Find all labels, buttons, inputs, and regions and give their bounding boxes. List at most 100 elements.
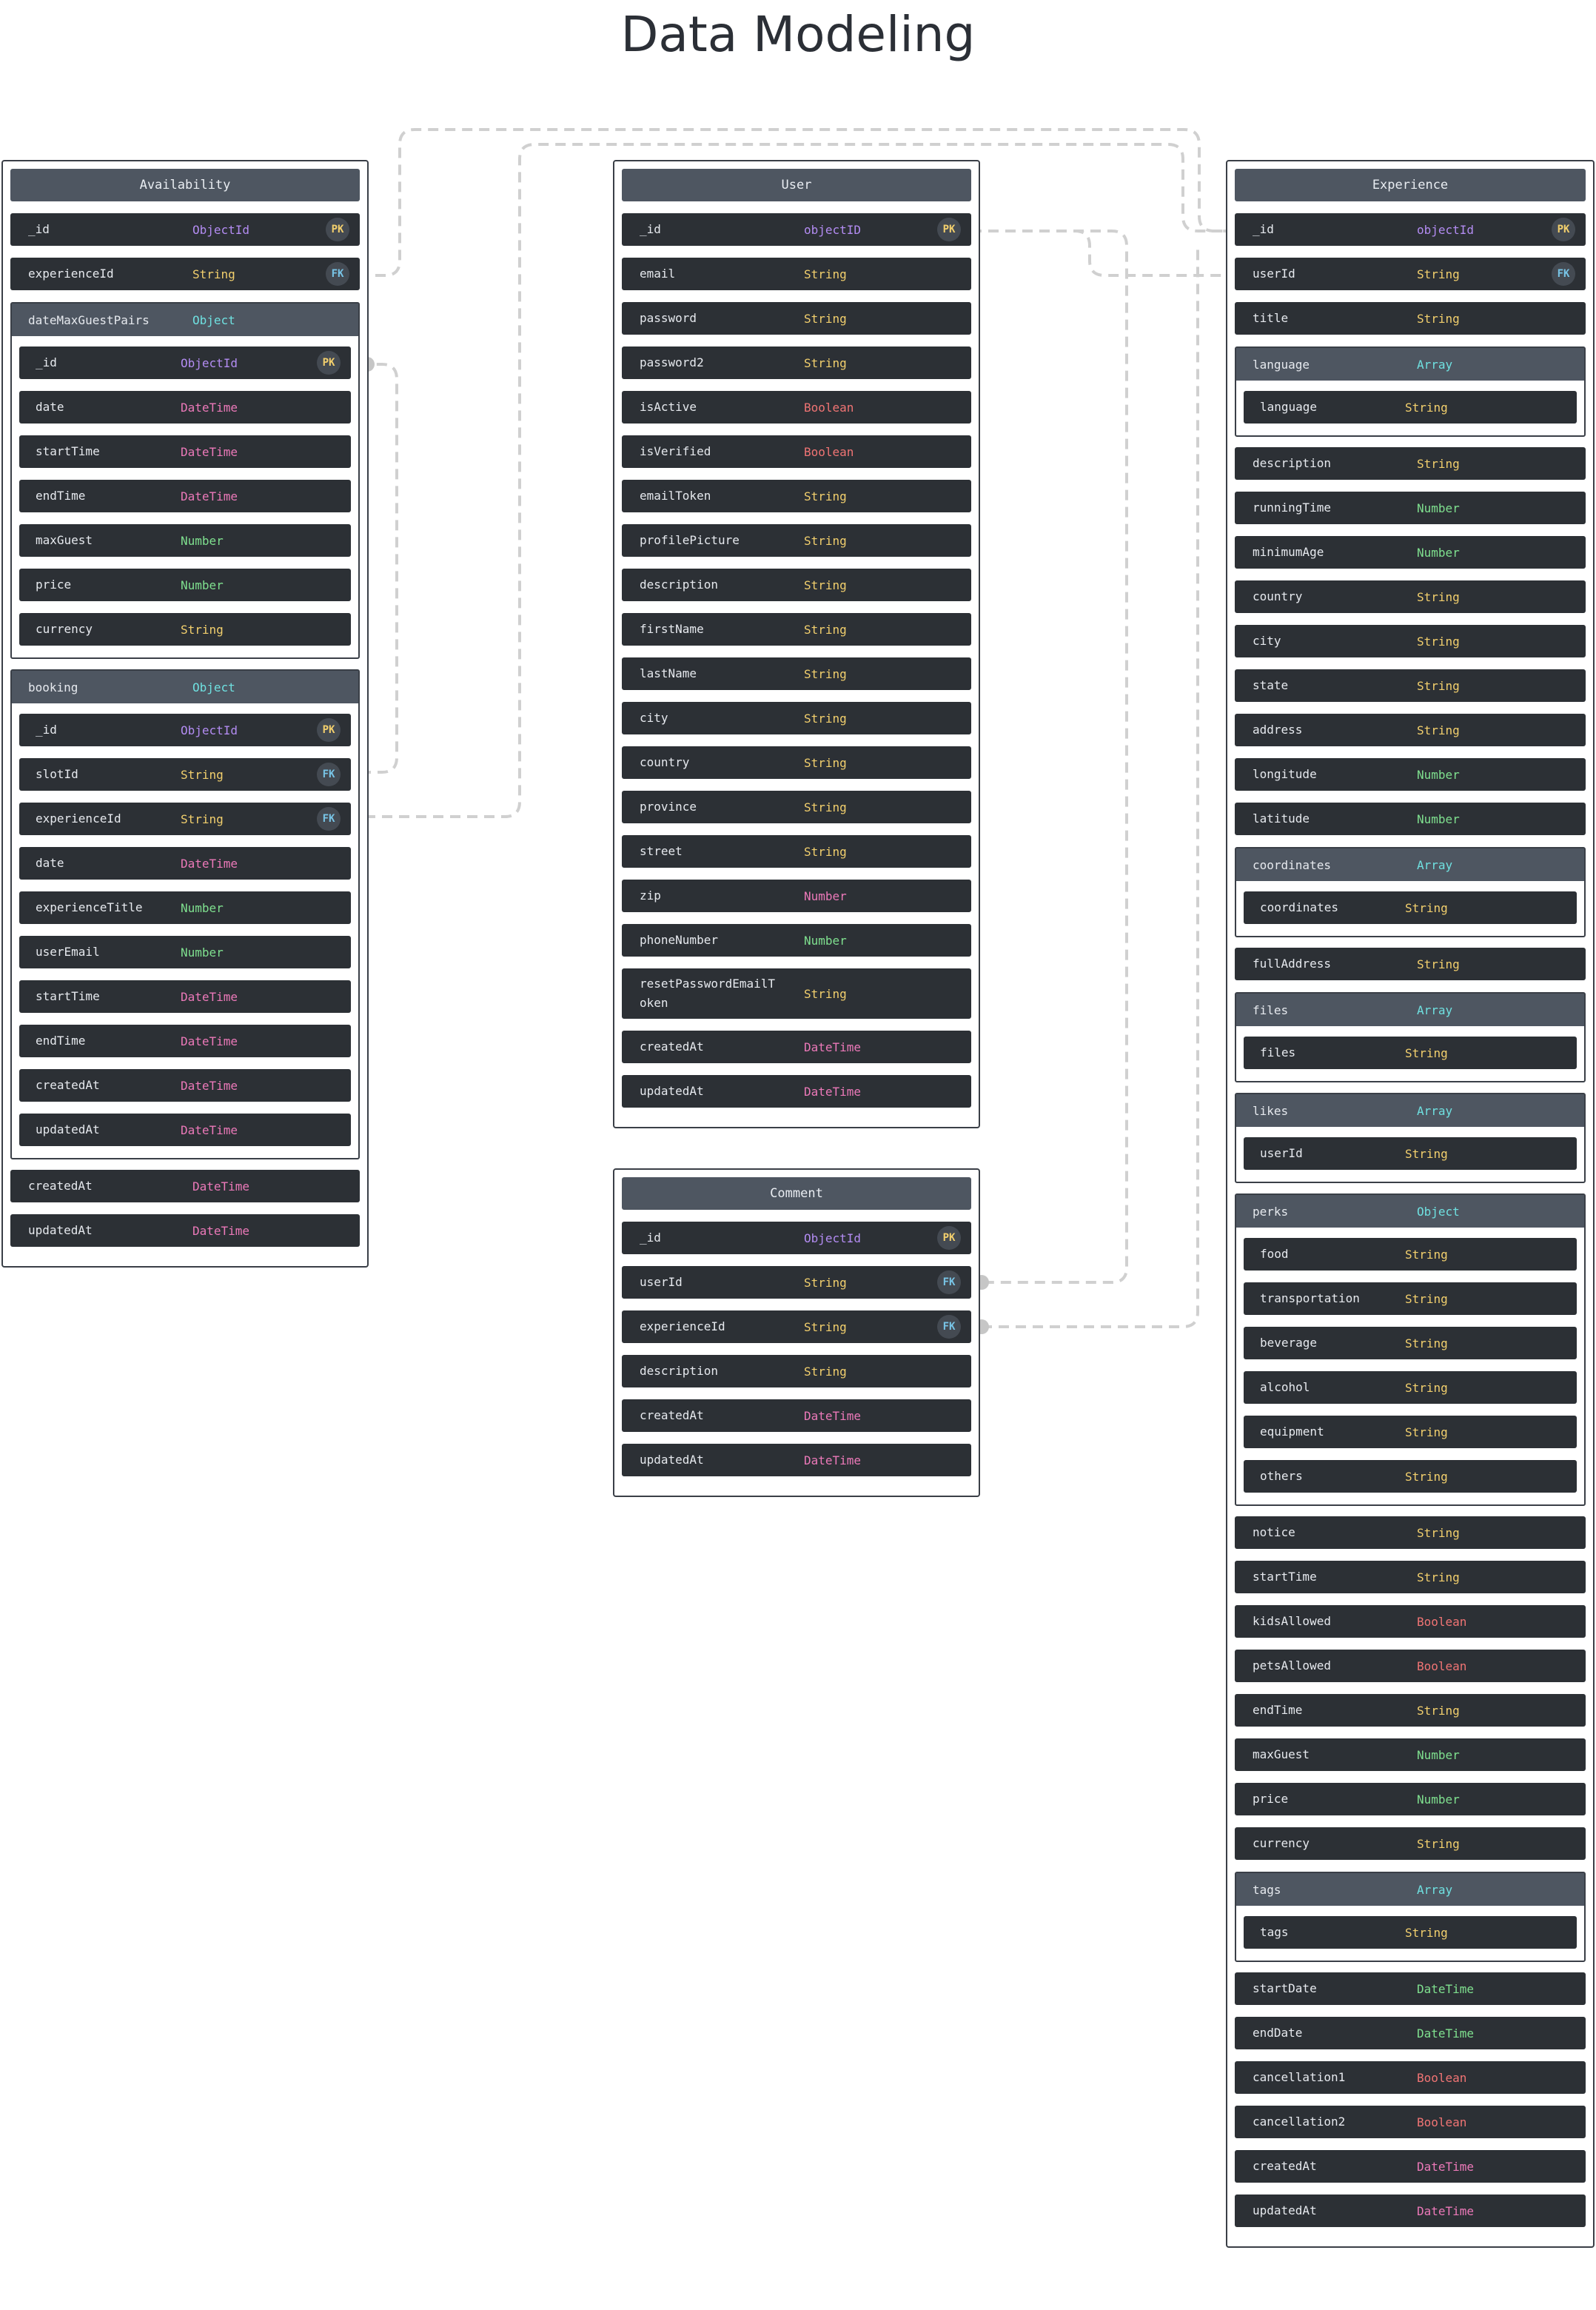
field-name: firstName (640, 622, 704, 636)
field-name: likes (1253, 1103, 1289, 1118)
field-name: currency (36, 622, 93, 636)
field-name: updatedAt (28, 1223, 93, 1237)
field-name: phoneNumber (640, 933, 718, 947)
primary-key-badge: PK (326, 218, 349, 241)
field-name: state (1253, 678, 1289, 692)
field-type: DateTime (181, 1034, 238, 1048)
field-type: String (804, 800, 847, 814)
field-name: maxGuest (1253, 1747, 1310, 1761)
nested-group-body: userId String (1236, 1127, 1584, 1170)
field-type: String (1417, 311, 1460, 326)
page-title: Data Modeling (620, 6, 976, 63)
field-type: Boolean (1417, 1614, 1467, 1629)
field-type: DateTime (804, 1453, 862, 1467)
field-name: userId (1260, 1146, 1303, 1160)
field-type: String (181, 622, 224, 637)
field-type: String (804, 533, 847, 548)
field-row: lastName String (622, 657, 971, 690)
field-name: others (1260, 1469, 1303, 1483)
field-name: _id (36, 355, 57, 369)
field-type: String (804, 1364, 847, 1379)
field-name: description (640, 578, 718, 592)
field-name: city (1253, 634, 1281, 648)
connector-user-id-to-comment-userId (971, 230, 1128, 1284)
field-name: lastName (640, 666, 697, 680)
field-name: kidsAllowed (1253, 1614, 1331, 1628)
field-name: description (1253, 456, 1331, 470)
field-type: String (1417, 1525, 1460, 1540)
field-type: DateTime (181, 989, 238, 1004)
field-row: updatedAt DateTime (622, 1444, 971, 1476)
field-name: updatedAt (640, 1084, 704, 1098)
field-name: zip (640, 888, 661, 903)
field-name: alcohol (1260, 1380, 1310, 1394)
field-row: userId String (1244, 1137, 1577, 1170)
field-type: String (1405, 1146, 1448, 1161)
field-name: language (1260, 400, 1318, 414)
field-name: street (640, 844, 683, 858)
field-type: String (804, 666, 847, 681)
field-name: endTime (36, 489, 86, 503)
primary-key-badge: PK (937, 218, 961, 241)
field-row: phoneNumber Number (622, 924, 971, 957)
field-name: date (36, 856, 64, 870)
field-type: String (804, 711, 847, 726)
primary-key-badge: PK (317, 718, 341, 742)
field-type: Number (1417, 500, 1460, 515)
field-name: minimumAge (1253, 545, 1324, 559)
field-name: transportation (1260, 1291, 1360, 1305)
field-type: String (1417, 678, 1460, 693)
field-name: country (1253, 589, 1303, 603)
field-name: city (640, 711, 668, 725)
table-title: Availability (10, 169, 360, 201)
field-type: String (804, 755, 847, 770)
foreign-key-badge: FK (317, 807, 341, 831)
field-name: perks (1253, 1204, 1289, 1219)
field-type: Array (1417, 1103, 1453, 1118)
field-name: updatedAt (36, 1122, 100, 1136)
field-name: createdAt (28, 1179, 93, 1193)
field-type: Number (181, 945, 224, 960)
field-name: updatedAt (640, 1453, 704, 1467)
field-type: DateTime (804, 1084, 862, 1099)
field-name: cancellation1 (1253, 2070, 1346, 2084)
field-name: endDate (1253, 2026, 1303, 2040)
field-name: currency (1253, 1836, 1310, 1850)
field-name: coordinates (1253, 857, 1331, 872)
field-type: Number (804, 933, 847, 948)
field-name: slotId (36, 767, 78, 781)
field-name: beverage (1260, 1336, 1318, 1350)
